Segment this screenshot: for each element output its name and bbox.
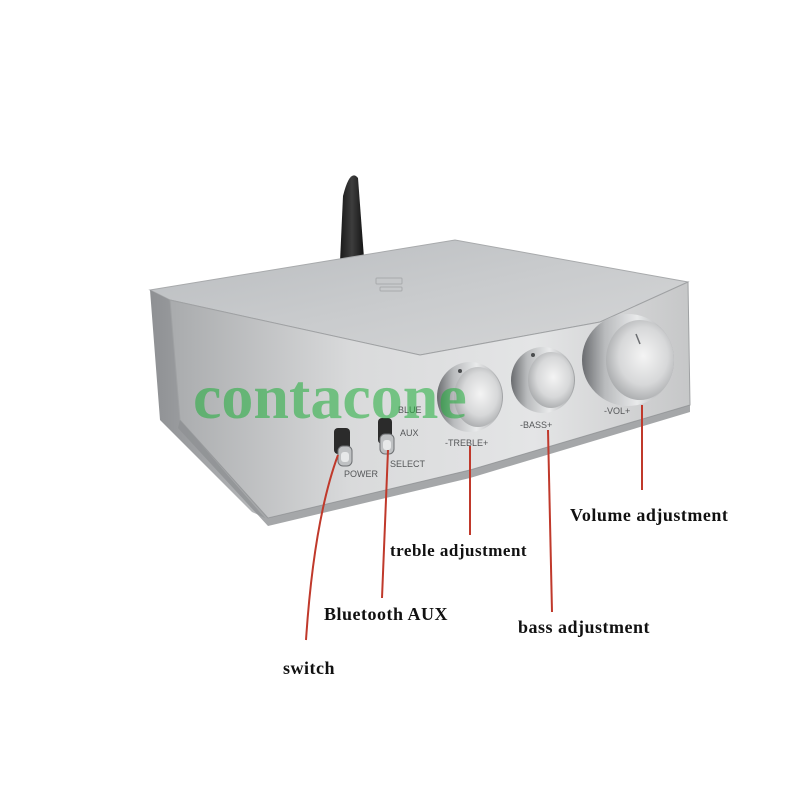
leader-line-bass <box>547 429 553 613</box>
leader-line-bluetooth <box>381 449 389 599</box>
panel-label-bass: -BASS+ <box>520 420 552 430</box>
callout-volume-adjustment: Volume adjustment <box>570 505 729 525</box>
power-toggle-switch[interactable] <box>334 428 353 467</box>
callout-bass-adjustment: bass adjustment <box>518 617 651 637</box>
volume-knob[interactable] <box>582 314 674 406</box>
panel-label-select: SELECT <box>390 459 426 469</box>
bass-knob[interactable] <box>511 347 575 413</box>
panel-label-vol: -VOL+ <box>604 406 630 416</box>
panel-label-aux: AUX <box>400 428 419 438</box>
panel-label-blue: BLUE <box>398 405 422 415</box>
panel-label-power: POWER <box>344 469 379 479</box>
callout-bluetooth-aux: Bluetooth AUX <box>324 604 449 624</box>
antenna <box>339 175 365 267</box>
watermark-text: contacone <box>193 361 467 432</box>
leader-line-switch <box>305 454 339 641</box>
callout-switch: switch <box>283 658 335 678</box>
callout-treble-adjustment: treble adjustment <box>390 541 528 560</box>
brand-logo <box>375 277 403 292</box>
select-toggle-switch[interactable] <box>378 418 395 455</box>
side-panel <box>150 290 265 518</box>
treble-knob[interactable] <box>437 362 503 432</box>
panel-label-treble: -TREBLE+ <box>445 438 488 448</box>
